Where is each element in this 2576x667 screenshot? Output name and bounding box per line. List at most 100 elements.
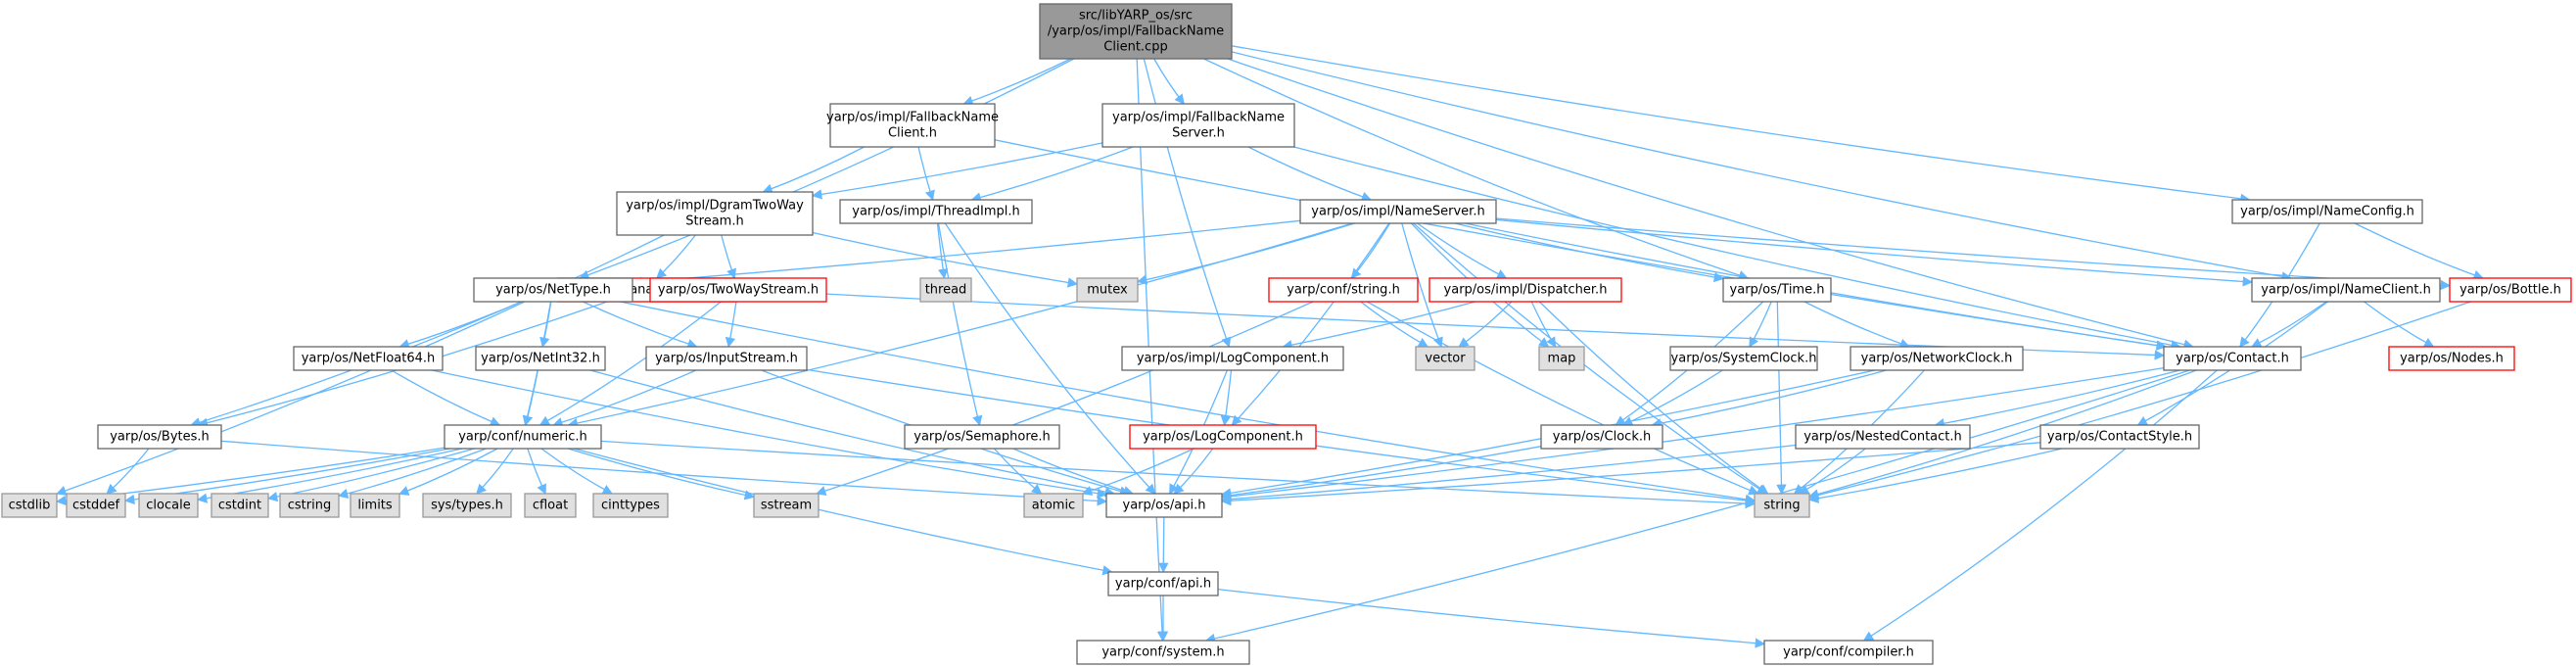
node-semaphore[interactable]: yarp/os/Semaphore.h	[904, 424, 1060, 450]
node-label: yarp/os/Bottle.h	[2459, 283, 2561, 298]
node-clock[interactable]: yarp/os/Clock.h	[1540, 424, 1663, 450]
node-box	[444, 424, 602, 450]
node-box	[1268, 277, 1419, 303]
node-box	[524, 493, 577, 518]
node-bytes[interactable]: yarp/os/Bytes.h	[97, 424, 222, 450]
node-box	[645, 346, 808, 371]
edge-arrow	[398, 448, 498, 496]
node-cstring[interactable]: cstring	[279, 493, 340, 518]
node-threadimpl[interactable]: yarp/os/impl/ThreadImpl.h	[839, 199, 1033, 224]
node-nameconfig[interactable]: yarp/os/impl/NameConfig.h	[2231, 199, 2423, 224]
node-sstream[interactable]: sstream	[753, 493, 820, 518]
node-dispatcher[interactable]: yarp/os/impl/Dispatcher.h	[1429, 277, 1622, 303]
edge-arrow	[552, 369, 697, 428]
node-string[interactable]: string	[1754, 493, 1810, 518]
edge-arrow	[721, 234, 736, 279]
node-bottle[interactable]: yarp/os/Bottle.h	[2449, 277, 2572, 303]
node-confstring[interactable]: yarp/conf/string.h	[1268, 277, 1419, 303]
edge-contactstyle-to-osapi	[1220, 442, 2041, 506]
node-label: Client.h	[888, 126, 937, 141]
node-box	[1850, 346, 2024, 371]
node-contact[interactable]: yarp/os/Contact.h	[2163, 346, 2302, 371]
node-nameclient[interactable]: yarp/os/impl/NameClient.h	[2251, 277, 2441, 303]
edge-arrow	[106, 448, 150, 495]
node-label: limits	[357, 499, 393, 513]
edge-confstring-to-string	[1367, 301, 1759, 496]
edge-netclock-to-clock	[1651, 369, 1887, 429]
node-atomic[interactable]: atomic	[1023, 493, 1084, 518]
node-box	[211, 493, 269, 518]
node-label: yarp/os/Nodes.h	[2400, 352, 2504, 366]
node-layer: src/libYARP_os/src/yarp/os/impl/Fallback…	[1, 3, 2572, 665]
node-numeric[interactable]: yarp/conf/numeric.h	[444, 424, 602, 450]
node-inputstream[interactable]: yarp/os/InputStream.h	[645, 346, 808, 371]
node-vector[interactable]: vector	[1415, 346, 1475, 371]
node-map[interactable]: map	[1538, 346, 1585, 371]
node-box	[1076, 640, 1250, 665]
node-nodes[interactable]: yarp/os/Nodes.h	[2388, 346, 2515, 371]
node-cstdint[interactable]: cstdint	[211, 493, 269, 518]
edge-fbs_h-to-dgram	[811, 142, 1103, 200]
edge-arrow	[540, 448, 614, 495]
node-label: yarp/os/impl/DgramTwoWay	[626, 199, 804, 214]
edge-arrow	[1413, 222, 1768, 495]
node-cinttypes[interactable]: cinttypes	[592, 493, 669, 518]
edge-root-to-nameconfig	[1231, 45, 2251, 204]
node-nameserver[interactable]: yarp/os/impl/NameServer.h	[1299, 199, 1497, 224]
edge-arrow	[1495, 218, 2254, 287]
node-compiler[interactable]: yarp/conf/compiler.h	[1763, 640, 1934, 665]
node-clocale[interactable]: clocale	[138, 493, 199, 518]
edge-arrow	[1203, 58, 1750, 280]
node-osapi[interactable]: yarp/os/api.h	[1105, 493, 1223, 518]
node-sysclock[interactable]: yarp/os/SystemClock.h	[1669, 346, 1818, 371]
node-thread[interactable]: thread	[919, 277, 972, 303]
node-nettype[interactable]: yarp/os/NetType.h	[473, 277, 633, 303]
node-box	[293, 346, 444, 371]
node-label: yarp/os/NestedContact.h	[1803, 430, 1962, 445]
node-label: yarp/conf/api.h	[1115, 577, 1211, 592]
node-label: yarp/os/Contact.h	[2176, 352, 2289, 366]
node-limits[interactable]: limits	[350, 493, 400, 518]
edge-arrow	[1220, 442, 2041, 506]
node-netint[interactable]: yarp/os/NetInt32.h	[475, 346, 606, 371]
edge-confstring-to-vector	[1360, 301, 1429, 348]
edge-contact-to-string	[1807, 369, 2197, 500]
edge-time-to-netclock	[1803, 301, 1911, 349]
node-confapi[interactable]: yarp/conf/api.h	[1107, 571, 1219, 596]
node-contactstyle[interactable]: yarp/os/ContactStyle.h	[2039, 424, 2200, 450]
node-logcomp[interactable]: yarp/os/LogComponent.h	[1129, 424, 1317, 450]
node-netfloat[interactable]: yarp/os/NetFloat64.h	[293, 346, 444, 371]
node-label: yarp/os/impl/NameConfig.h	[2240, 205, 2414, 219]
node-netclock[interactable]: yarp/os/NetworkClock.h	[1850, 346, 2024, 371]
node-box	[350, 493, 400, 518]
node-label: cfloat	[533, 499, 568, 513]
node-mutex[interactable]: mutex	[1076, 277, 1139, 303]
node-confsystem[interactable]: yarp/conf/system.h	[1076, 640, 1250, 665]
edge-fbc_h-to-threadimpl	[917, 146, 935, 201]
node-label: Stream.h	[685, 214, 743, 229]
node-logcomp_impl[interactable]: yarp/os/impl/LogComponent.h	[1121, 346, 1344, 371]
node-systypes[interactable]: sys/types.h	[422, 493, 512, 518]
node-box	[1105, 493, 1223, 518]
edge-arrow	[1231, 51, 2292, 282]
edge-root-to-fbs_h	[1153, 58, 1185, 105]
edge-numeric-to-cstring	[337, 448, 487, 499]
node-nested[interactable]: yarp/os/NestedContact.h	[1795, 424, 1971, 450]
node-label: yarp/os/Semaphore.h	[913, 430, 1051, 445]
edge-numeric-to-systypes	[476, 448, 514, 495]
edge-netint-to-numeric	[523, 369, 539, 427]
node-time[interactable]: yarp/os/Time.h	[1722, 277, 1832, 303]
node-root[interactable]: src/libYARP_os/src/yarp/os/impl/Fallback…	[1039, 3, 1233, 60]
edge-arrow	[1538, 301, 1769, 495]
edge-arrow	[762, 146, 865, 194]
node-box	[1101, 103, 1295, 148]
node-twoway[interactable]: yarp/os/TwoWayStream.h	[649, 277, 827, 303]
node-cstddef[interactable]: cstddef	[66, 493, 126, 518]
edge-arrow	[1231, 45, 2251, 204]
node-cfloat[interactable]: cfloat	[524, 493, 577, 518]
node-cstdlib[interactable]: cstdlib	[1, 493, 58, 518]
edge-confstring-to-sstream	[816, 301, 1314, 497]
